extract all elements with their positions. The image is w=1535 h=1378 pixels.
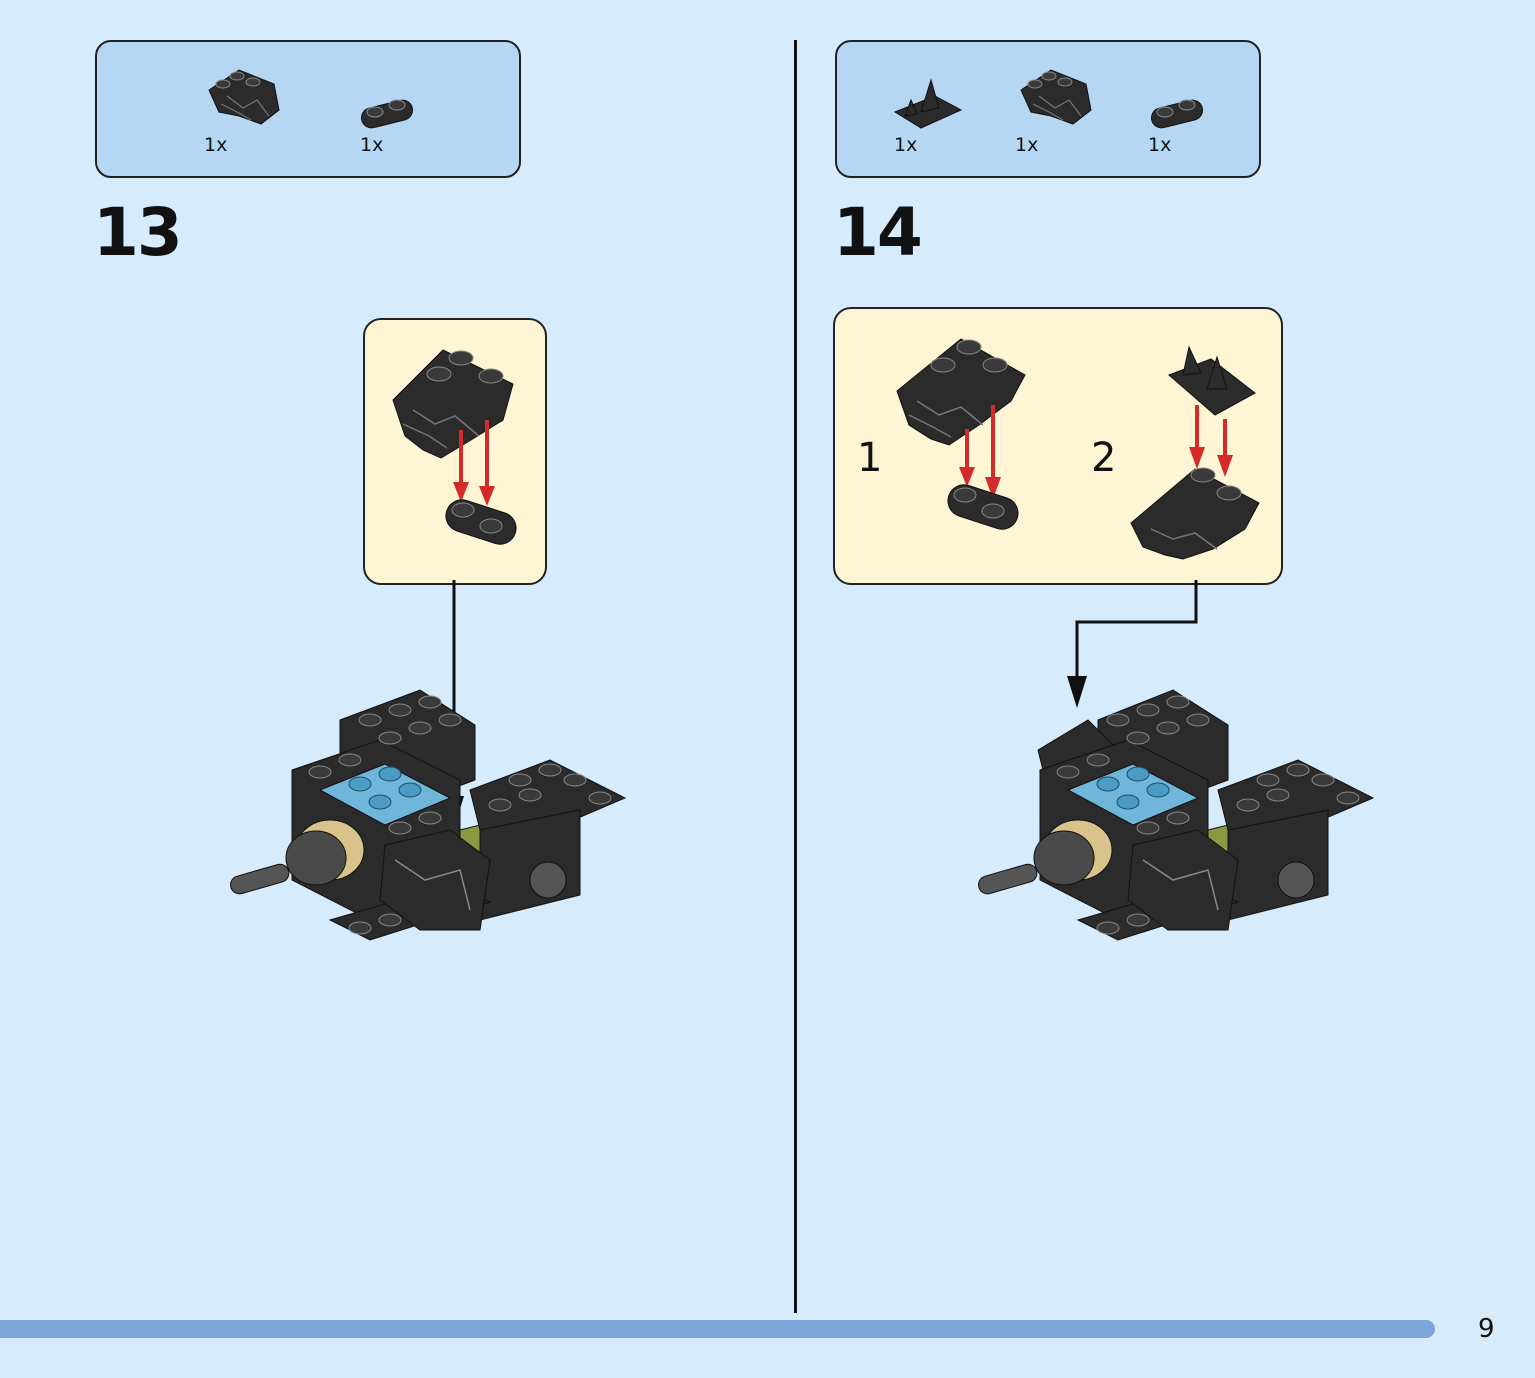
page-number: 9 <box>1478 1314 1495 1344</box>
plate-1x2-round-icon <box>1150 99 1204 129</box>
spike-plate-icon <box>1168 345 1256 416</box>
step13-parts-box: 1x 1x <box>95 40 521 178</box>
red-arrows <box>1189 405 1233 477</box>
part-qty: 1x <box>204 134 228 156</box>
armor-plate-icon <box>1130 467 1260 560</box>
spike-plate-icon <box>893 78 963 129</box>
step14-callout-box: 1 2 <box>833 307 1283 585</box>
armor-plate-icon <box>208 69 280 125</box>
step13-number: 13 <box>93 194 183 271</box>
step14-parts-box: 1x 1x 1x <box>835 40 1261 178</box>
armor-plate-icon <box>392 349 514 459</box>
red-arrows <box>453 420 495 506</box>
page-divider <box>794 40 797 1313</box>
red-arrows <box>959 405 1001 499</box>
part-qty: 1x <box>360 134 384 156</box>
plate-1x2-round-icon <box>360 99 414 129</box>
step14-connector-arrow <box>1067 580 1198 708</box>
armor-plate-icon <box>1020 69 1092 125</box>
part-qty: 1x <box>1015 134 1039 156</box>
armor-plate-icon <box>896 338 1026 446</box>
part-qty: 1x <box>894 134 918 156</box>
step14-number: 14 <box>833 194 923 271</box>
substep-number: 2 <box>1091 435 1117 481</box>
plate-1x2-round-icon <box>947 484 1019 530</box>
progress-bar <box>0 1320 1435 1338</box>
part-qty: 1x <box>1148 134 1172 156</box>
step13-callout-box <box>363 318 547 585</box>
substep-number: 1 <box>857 435 883 481</box>
plate-1x2-round-icon <box>445 499 517 545</box>
step13-model <box>230 689 627 941</box>
step14-model <box>978 689 1375 941</box>
